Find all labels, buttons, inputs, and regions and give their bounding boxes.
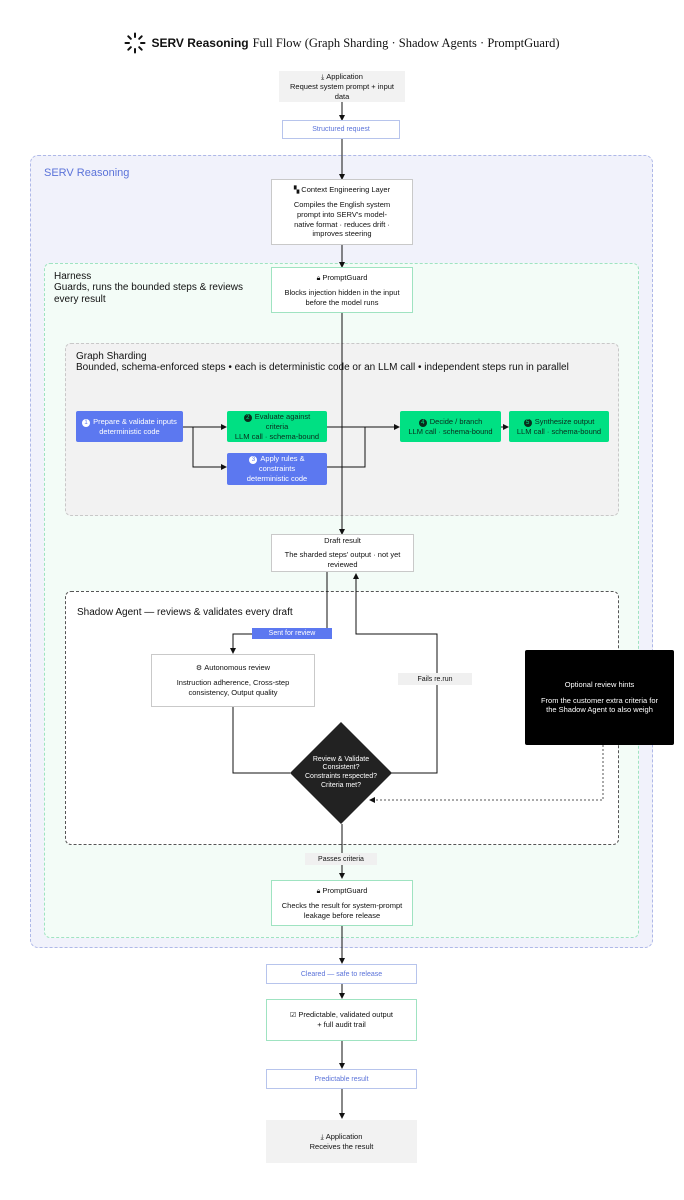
cleared-label: Cleared — safe to release: [266, 964, 417, 984]
review-hints-body: From the customer extra criteria for the…: [540, 695, 659, 715]
draft-result: Draft result The sharded steps' output ·…: [271, 534, 414, 572]
step-number: 3: [249, 456, 258, 465]
checkbox-icon: ☑: [290, 1012, 297, 1020]
step-title: Evaluate against criteria: [254, 411, 311, 431]
graph-sharding-subtitle: Bounded, schema-enforced steps • each is…: [76, 362, 569, 373]
step-title: Apply rules & constraints: [258, 454, 305, 474]
brand-name: SERV Reasoning: [151, 36, 249, 50]
draft-result-body: The sharded steps' output · not yet revi…: [284, 550, 401, 569]
decision-line: Constraints respected?: [305, 773, 377, 780]
step-sub: LLM call · schema-bound: [516, 426, 602, 436]
lock-icon: 🔒︎: [316, 274, 321, 282]
promptguard-input: 🔒︎PromptGuard Blocks injection hidden in…: [271, 267, 413, 313]
step-title: Synthesize output: [534, 416, 595, 426]
step-sub: deterministic code: [99, 426, 160, 436]
step-number: 1: [82, 418, 91, 427]
predictable-result-label: Predictable result: [266, 1069, 417, 1089]
serv-region-label: SERV Reasoning: [44, 167, 130, 179]
validated-output: ☑Predictable, validated output + full au…: [266, 999, 417, 1041]
validated-output-title: Predictable, validated output: [298, 1010, 393, 1020]
application-bottom: ⤓Application Receives the result: [266, 1120, 417, 1163]
autonomous-review-title: Autonomous review: [204, 663, 271, 673]
serv-logo-icon: [124, 32, 146, 54]
step-title: Prepare & validate inputs: [93, 416, 177, 426]
step-sub: LLM call · schema-bound: [408, 426, 493, 436]
download-icon: ⤓: [321, 73, 325, 81]
gear-icon: ⚙: [195, 665, 203, 673]
decision-line: Criteria met?: [320, 781, 362, 789]
sent-for-review-label: Sent for review: [252, 628, 332, 639]
structured-request-label: Structured request: [282, 120, 400, 139]
application-bottom-title: Application: [325, 1131, 363, 1141]
fails-rerun-label: Fails re.run: [398, 673, 472, 685]
application-top: ⤓Application Request system prompt + inp…: [279, 71, 405, 102]
step-title: Decide / branch: [429, 416, 483, 426]
application-top-title: Application: [326, 71, 363, 81]
promptguard-output: 🔒︎PromptGuard Checks the result for syst…: [271, 880, 413, 926]
review-validate-decision: Review & Validate Consistent? Constraint…: [290, 722, 392, 824]
promptguard-in-body: Blocks injection hidden in the input bef…: [284, 287, 400, 307]
harness-title: Harness: [54, 271, 92, 282]
shadow-agent-title: Shadow Agent — reviews & validates every…: [77, 607, 293, 618]
autonomous-review: ⚙Autonomous review Instruction adherence…: [151, 654, 315, 707]
step-number: 2: [243, 413, 252, 422]
decision-line: Consistent?: [322, 764, 360, 772]
validated-output-body: + full audit trail: [317, 1020, 366, 1030]
step-sub: LLM call · schema-bound: [234, 431, 320, 441]
decision-diamond-shape: [290, 722, 392, 824]
promptguard-out-body: Checks the result for system-prompt leak…: [281, 900, 403, 920]
lock-icon: 🔒︎: [316, 887, 321, 895]
page-header: SERV Reasoning Full Flow (Graph Sharding…: [0, 30, 684, 56]
context-layer-title: Context Engineering Layer: [301, 184, 391, 194]
context-engineering-layer: ▚Context Engineering Layer Compiles the …: [271, 179, 413, 245]
step-number: 5: [523, 418, 532, 427]
download-icon: ⤓: [320, 1133, 324, 1141]
promptguard-in-title: PromptGuard: [322, 272, 368, 282]
harness-subtitle: Guards, runs the bounded steps & reviews…: [54, 282, 243, 305]
application-bottom-subtitle: Receives the result: [309, 1141, 374, 1151]
graph-sharding-title: Graph Sharding: [76, 351, 147, 362]
optional-review-hints: Optional review hints From the customer …: [525, 650, 674, 745]
decision-line: Review & Validate: [312, 755, 370, 763]
step-number: 4: [418, 418, 427, 427]
autonomous-review-body: Instruction adherence, Cross-step consis…: [176, 678, 290, 698]
draft-result-title: Draft result: [324, 536, 361, 546]
application-top-subtitle: Request system prompt + input data: [289, 81, 394, 101]
promptguard-out-title: PromptGuard: [322, 885, 368, 895]
review-hints-title: Optional review hints: [564, 679, 635, 689]
layers-icon: ▚: [293, 186, 300, 194]
diagram-title: Full Flow (Graph Sharding · Shadow Agent…: [252, 35, 560, 50]
context-layer-body: Compiles the English system prompt into …: [293, 200, 391, 239]
passes-criteria-label: Passes criteria: [305, 853, 377, 865]
step-sub: deterministic code: [246, 474, 308, 483]
